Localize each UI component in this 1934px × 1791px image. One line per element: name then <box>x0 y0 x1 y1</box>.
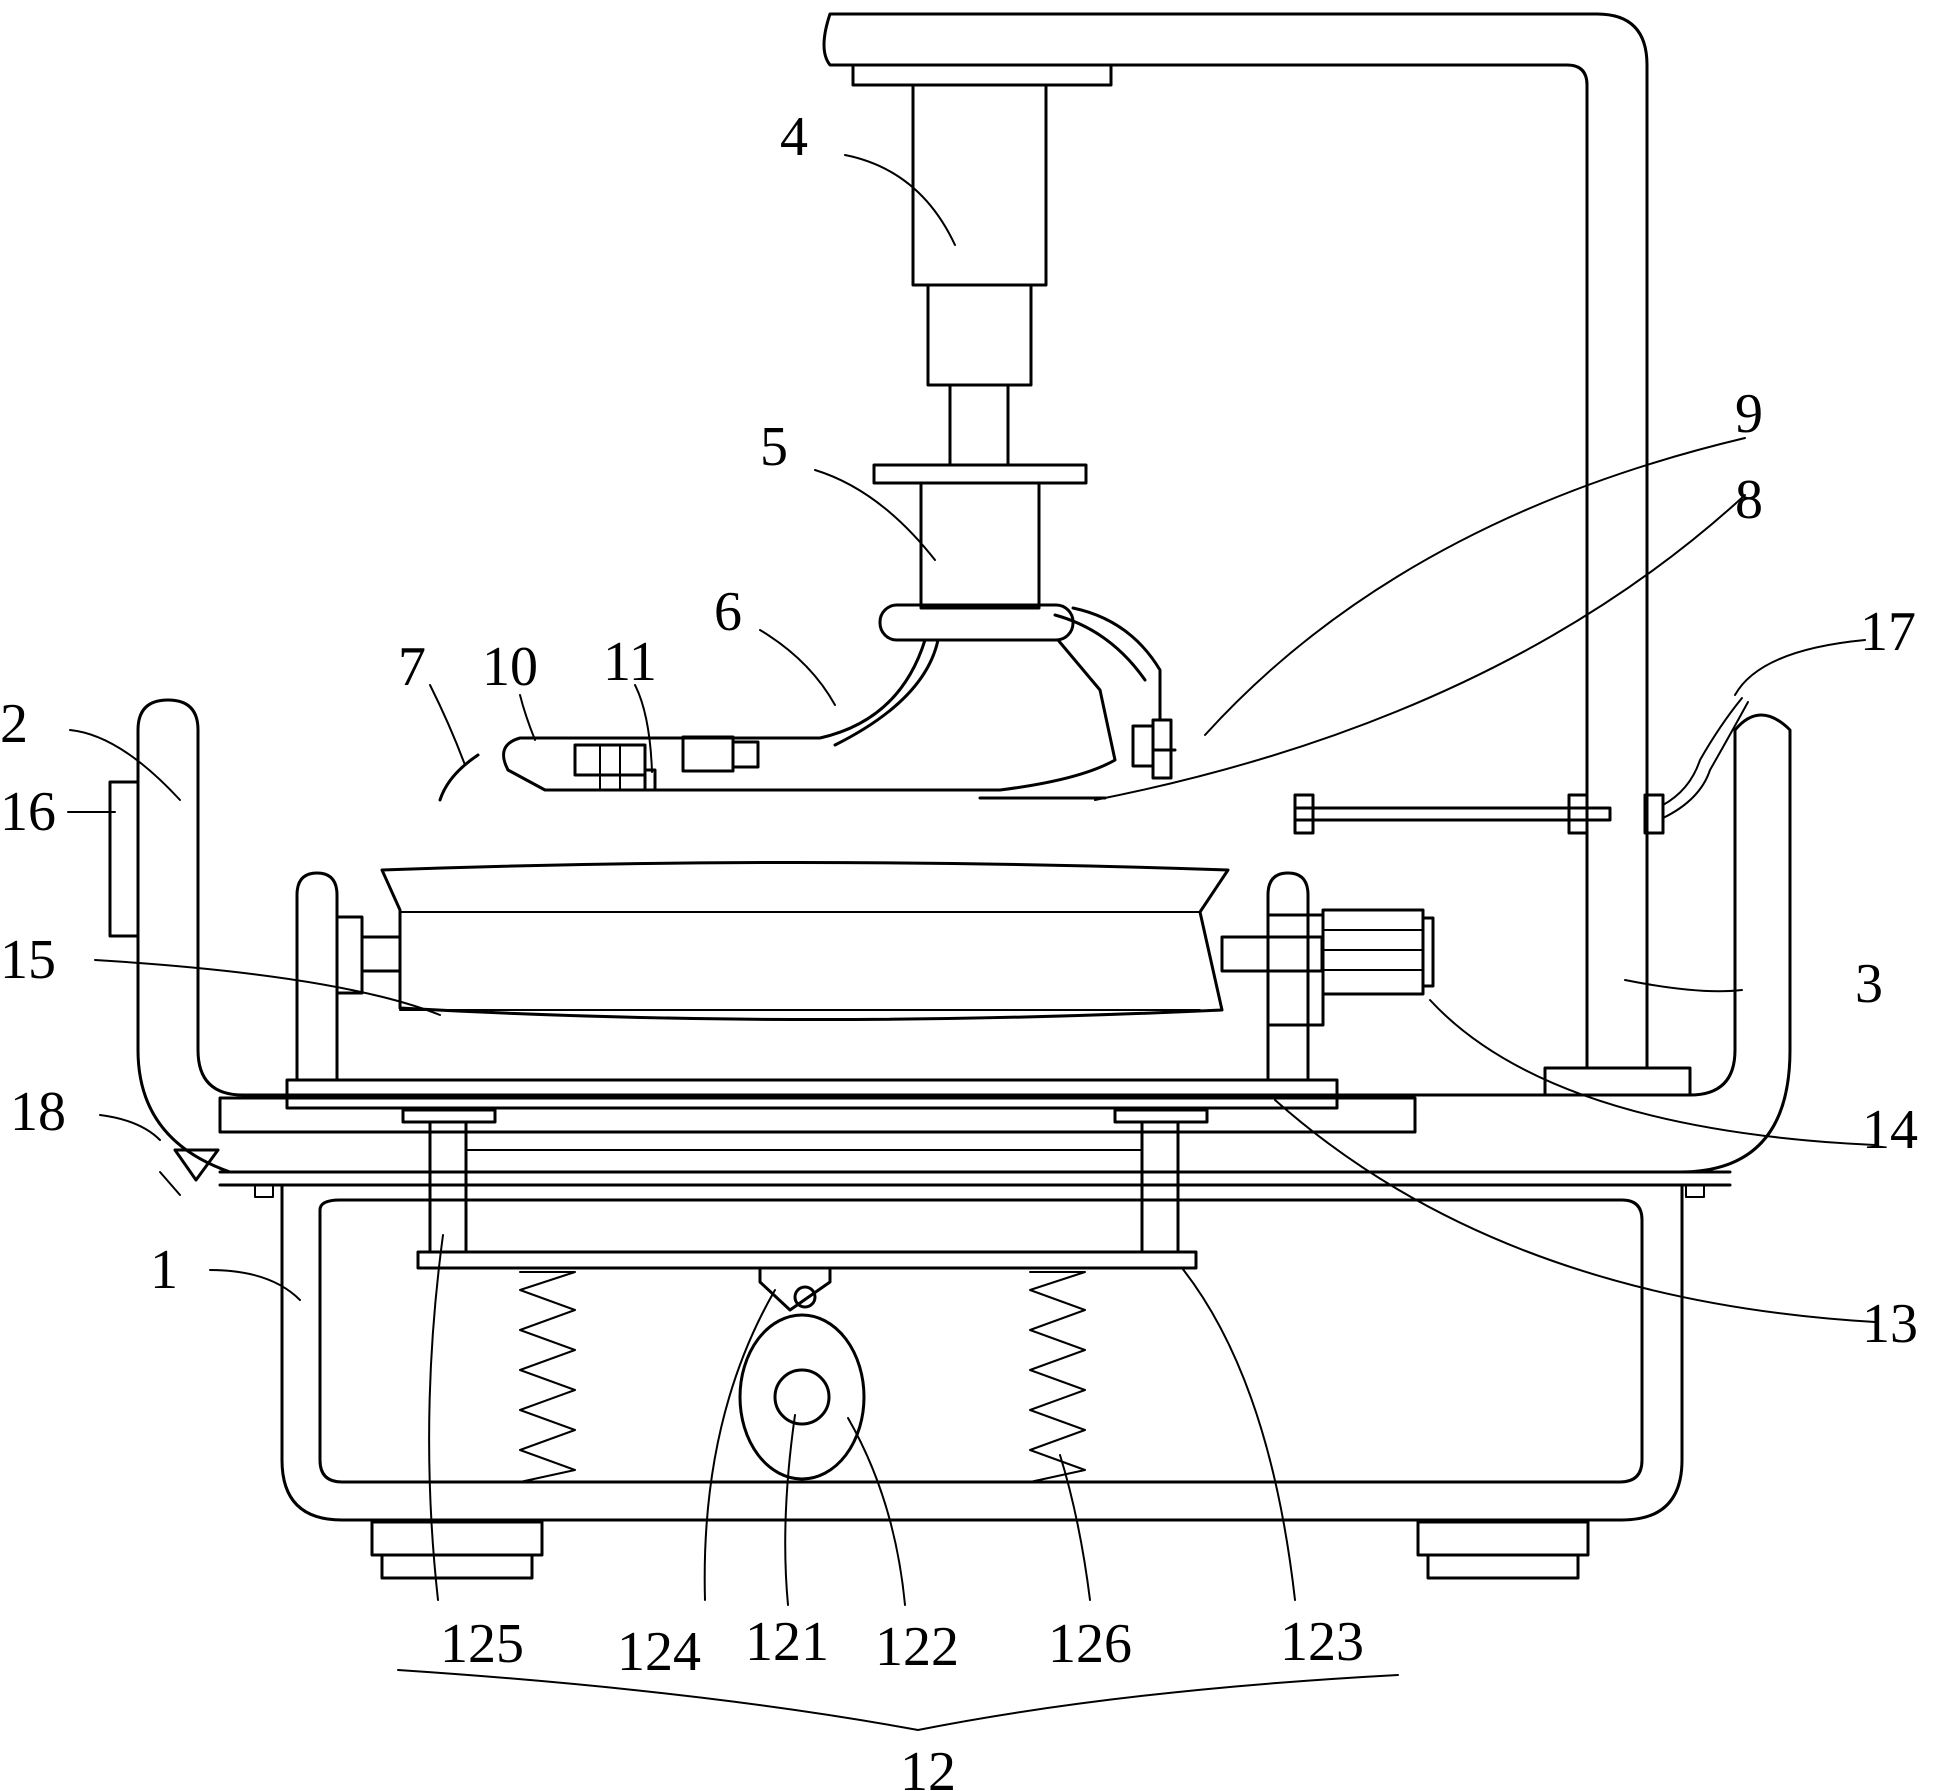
leader-7 <box>429 684 466 766</box>
drain-valve <box>159 1148 220 1196</box>
label-125: 125 <box>440 1613 524 1675</box>
leader-1 <box>209 1269 301 1301</box>
leader-18 <box>99 1114 161 1141</box>
label-122: 122 <box>875 1616 959 1678</box>
leader-126 <box>1059 1454 1091 1601</box>
leader-15 <box>94 959 441 1016</box>
label-126: 126 <box>1048 1613 1132 1675</box>
label-11: 11 <box>603 631 657 693</box>
label-2: 2 <box>0 693 28 755</box>
label-4: 4 <box>780 106 808 168</box>
label-16: 16 <box>0 781 56 843</box>
spring-right <box>1029 1271 1086 1483</box>
leader-6 <box>759 629 836 706</box>
leader-3 <box>1624 979 1743 993</box>
clamp-head <box>438 606 1177 802</box>
label-1: 1 <box>150 1239 178 1301</box>
leader-123 <box>1181 1267 1296 1601</box>
label-10: 10 <box>482 636 538 698</box>
column-arm <box>822 12 1749 1097</box>
label-121: 121 <box>745 1611 829 1673</box>
label-124: 124 <box>617 1621 701 1683</box>
label-12: 12 <box>900 1741 956 1791</box>
leader-14 <box>1429 999 1876 1146</box>
carriage <box>295 861 1435 1082</box>
leader-2 <box>69 729 181 801</box>
spring-left <box>519 1271 576 1483</box>
leader-122 <box>847 1417 906 1606</box>
leader-124 <box>703 1289 776 1601</box>
label-8: 8 <box>1735 469 1763 531</box>
leader-13 <box>1274 1099 1876 1323</box>
label-17: 17 <box>1860 601 1916 663</box>
leader-4 <box>844 154 956 246</box>
leader-8 <box>1094 494 1746 801</box>
label-7: 7 <box>398 636 426 698</box>
vibration-mechanism <box>401 1108 1209 1483</box>
label-14: 14 <box>1862 1099 1918 1161</box>
leader-121 <box>784 1414 796 1606</box>
leader-5 <box>814 469 936 561</box>
label-13: 13 <box>1862 1293 1918 1355</box>
leader-10 <box>519 694 536 741</box>
leader-lines <box>67 154 1876 1731</box>
leader-11 <box>634 684 653 773</box>
leader-125 <box>428 1234 444 1601</box>
top-plate <box>218 1078 1417 1134</box>
label-9: 9 <box>1735 383 1763 445</box>
lift-cylinder <box>872 83 1088 642</box>
leader-17 <box>1734 639 1866 696</box>
label-3: 3 <box>1855 953 1883 1015</box>
label-5: 5 <box>760 416 788 478</box>
label-123: 123 <box>1280 1611 1364 1673</box>
part-labels: 1 2 3 4 5 6 7 8 9 10 11 12 13 14 15 16 1… <box>0 106 1918 1791</box>
base-frame <box>218 1170 1732 1580</box>
label-18: 18 <box>10 1081 66 1143</box>
label-6: 6 <box>714 581 742 643</box>
label-15: 15 <box>0 929 56 991</box>
leader-9 <box>1204 437 1746 736</box>
leader-12 <box>397 1669 1399 1731</box>
